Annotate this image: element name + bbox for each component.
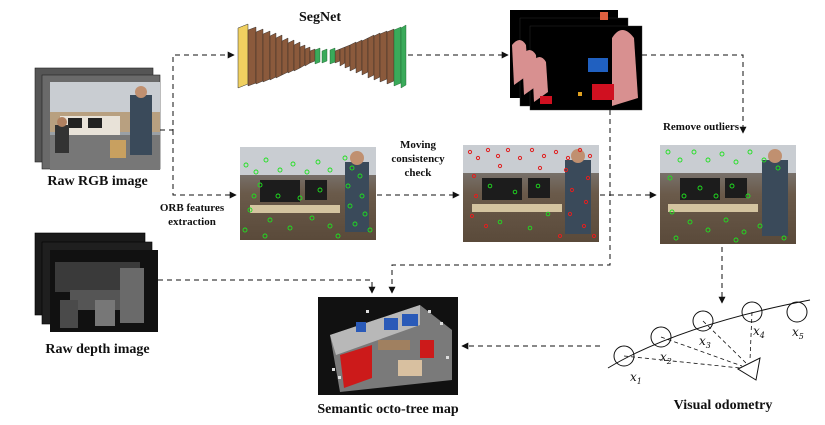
pose-label-x5: x5 (792, 325, 804, 341)
pose-label-x3: x3 (699, 334, 711, 350)
orb-features-image (240, 147, 376, 240)
pose-label-x2: x2 (660, 350, 672, 366)
label-raw-depth: Raw depth image (45, 342, 150, 357)
pose-circle-x2 (650, 326, 672, 348)
label-moving-line1: Moving (399, 139, 437, 151)
arrow-rgb-to-orb (172, 130, 237, 199)
label-moving-consistency: Moving consistency check (378, 138, 458, 180)
segmentation-mask (512, 12, 643, 111)
raw-depth-image (50, 250, 158, 332)
label-remove-outliers: Remove outliers (662, 121, 740, 133)
pose-label-x1: x1 (630, 370, 642, 386)
pose-circle-x1 (613, 345, 635, 367)
arrow-depth-to-octomap (158, 279, 376, 294)
pose-circle-x4 (741, 301, 763, 323)
label-visual-odometry: Visual odometry (673, 398, 773, 413)
label-octo-tree-map: Semantic octo-tree map (317, 402, 459, 417)
camera-frustum (736, 357, 761, 381)
arrow-mask-to-remove (642, 54, 747, 134)
label-orb-features: ORB features extraction (152, 201, 232, 229)
raw-depth-image-stack (34, 232, 158, 332)
segmentation-output-stack (510, 10, 643, 111)
arrow-rgb-to-segnet (160, 51, 235, 131)
pose-circle-x5 (786, 301, 808, 323)
label-raw-rgb: Raw RGB image (47, 174, 148, 189)
outliers-removed-image (660, 145, 796, 244)
raw-rgb-image (50, 82, 160, 170)
visual-odometry-diagram: x1 x2 x3 x4 x5 (607, 299, 811, 386)
octo-tree-map-panel (318, 297, 458, 395)
pose-label-x4: x4 (753, 324, 765, 340)
connectors (158, 51, 747, 350)
label-moving-line2: consistency (391, 153, 445, 165)
raw-rgb-image-stack (34, 67, 161, 170)
label-orb-line2: extraction (168, 216, 216, 228)
pose-circle-x3 (692, 310, 714, 332)
arrow-mask-to-octomap (388, 110, 611, 294)
segnet-architecture: SegNet (237, 10, 407, 89)
label-moving-line3: check (404, 167, 432, 179)
label-orb-line1: ORB features (159, 202, 225, 214)
segnet-title: SegNet (299, 10, 341, 25)
moving-consistency-image (463, 145, 599, 242)
